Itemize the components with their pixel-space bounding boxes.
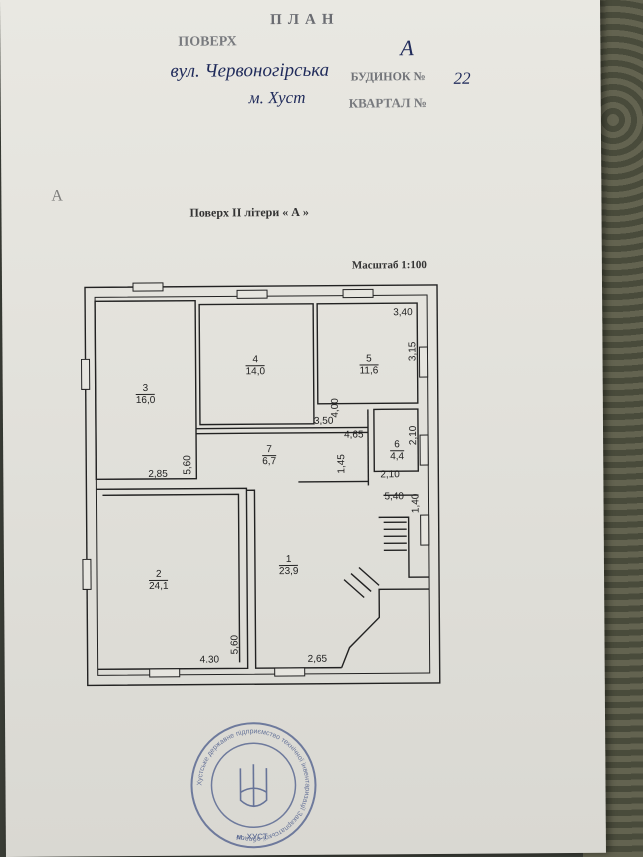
dim-560-bottom: 5,60 <box>229 634 241 655</box>
dim-465: 4,65 <box>344 429 364 441</box>
official-seal: Хустське державне підприємство технічної… <box>188 720 319 851</box>
letter-a-handwritten: А <box>400 35 414 61</box>
dim-210: 2,10 <box>380 469 400 481</box>
scale-label: Масштаб 1:100 <box>351 259 427 272</box>
dim-210-vertical: 2,10 <box>407 425 420 446</box>
dim-265: 2,65 <box>307 653 328 665</box>
building-stamp: БУДИНОК № <box>350 69 426 84</box>
building-number: 22 <box>453 68 471 88</box>
room-4-walls <box>198 303 315 426</box>
street-handwritten: вул. Червоногірська <box>170 59 330 82</box>
plan-title: ПЛАН <box>270 11 340 29</box>
seal-city: м. ХУСТ <box>236 832 268 842</box>
room-3-walls <box>94 299 198 481</box>
trident-emblem <box>239 764 268 808</box>
dim-145: 1,45 <box>336 454 348 474</box>
dim-350: 3,50 <box>313 415 334 427</box>
city-handwritten: м. Хуст <box>248 87 306 108</box>
dim-285: 2,85 <box>148 468 168 480</box>
floor-plan-drawing <box>81 282 441 687</box>
outer-wall <box>84 284 441 687</box>
floor-subtitle: Поверх II літери « А » <box>189 204 309 220</box>
quarter-stamp: КВАРТАЛ № <box>348 95 427 111</box>
dim-540: 5,40 <box>384 491 404 503</box>
document-page: ПЛАН ПОВЕРХ А вул. Червоногірська БУДИНО… <box>0 0 606 857</box>
dim-140: 1,40 <box>410 493 422 514</box>
room-5-walls <box>316 302 419 405</box>
floor-stamp: ПОВЕРХ <box>178 34 237 50</box>
corner-mark: А <box>51 187 63 205</box>
dim-430: 4.30 <box>199 654 220 666</box>
room-6-walls <box>373 408 420 473</box>
dim-340: 3,40 <box>393 307 413 319</box>
dim-315: 3,15 <box>407 341 419 362</box>
dim-560-top: 5,60 <box>182 455 194 475</box>
